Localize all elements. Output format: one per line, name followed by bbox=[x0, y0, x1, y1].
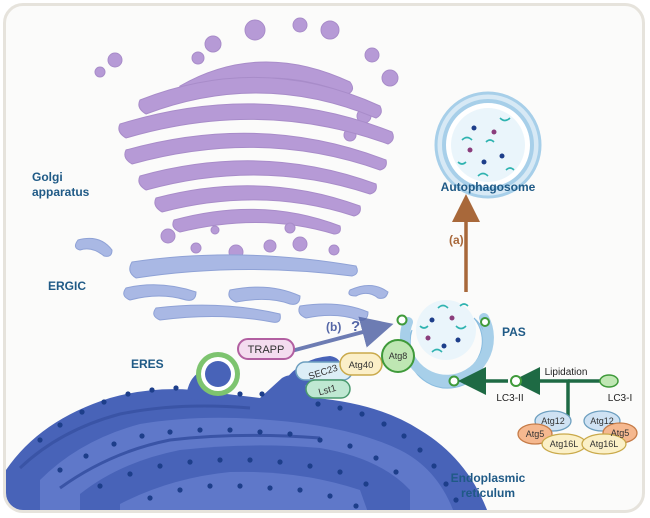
atg40-label: Atg40 bbox=[349, 360, 374, 371]
eres-vesicle-icon bbox=[196, 352, 240, 396]
pas-label: PAS bbox=[502, 325, 526, 339]
trapp-complex bbox=[237, 338, 295, 360]
sec23-lst1-complex bbox=[295, 361, 353, 399]
golgi-stack-icon bbox=[94, 17, 399, 260]
trapp-label: TRAPP bbox=[248, 344, 285, 356]
er-label-1: Endoplasmic bbox=[451, 471, 526, 485]
question-mark: ? bbox=[351, 318, 360, 335]
path-b-label: (b) bbox=[326, 320, 341, 334]
lc3-ii-label: LC3-II bbox=[496, 393, 523, 404]
autophagosome-label: Autophagosome bbox=[441, 180, 536, 194]
atg8-label: Atg8 bbox=[389, 351, 408, 361]
ergic-cisternae-icon bbox=[74, 237, 389, 323]
lc3-i-label: LC3-I bbox=[608, 393, 632, 404]
lc3-ii-particle-icon bbox=[510, 375, 522, 387]
autophagosome-icon bbox=[434, 91, 542, 199]
atg40-protein bbox=[339, 352, 383, 376]
er-label-2: reticulum bbox=[461, 486, 515, 500]
atg16l-label-b: Atg16L bbox=[590, 439, 619, 449]
pas-phagophore-icon bbox=[396, 300, 494, 389]
arrow-b bbox=[279, 316, 394, 356]
path-a-label: (a) bbox=[449, 233, 464, 247]
lst1-label: Lst1 bbox=[317, 383, 337, 398]
atg12-label-b: Atg12 bbox=[590, 416, 614, 426]
eres-label: ERES bbox=[131, 357, 164, 371]
atg5-label-a: Atg5 bbox=[526, 429, 545, 439]
ergic-label: ERGIC bbox=[48, 279, 86, 293]
er-membrane-icon bbox=[6, 356, 490, 510]
atg8-protein bbox=[381, 339, 415, 373]
lc3-i-particle-icon bbox=[599, 374, 619, 388]
atg5-label-b: Atg5 bbox=[611, 428, 630, 438]
lipidation-label: Lipidation bbox=[545, 367, 588, 378]
atg-conjugation-complex bbox=[517, 410, 638, 455]
golgi-label-2: apparatus bbox=[32, 185, 90, 199]
atg12-label-a: Atg12 bbox=[541, 416, 565, 426]
atg16l-label-a: Atg16L bbox=[550, 439, 579, 449]
golgi-label-1: Golgi bbox=[32, 170, 63, 184]
